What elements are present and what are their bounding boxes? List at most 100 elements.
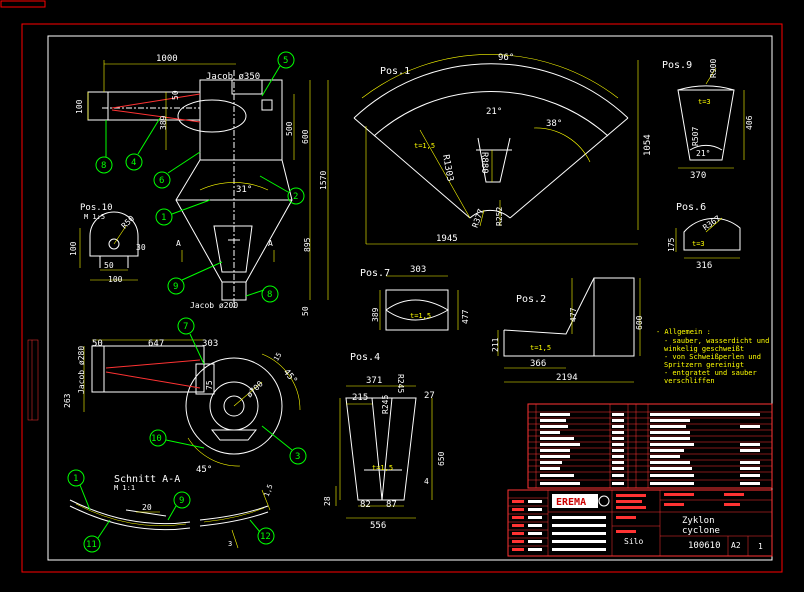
pos7-dimensions xyxy=(379,275,459,330)
notes-line-5: - entgratet und sauber xyxy=(664,369,757,377)
pos2-thickness: t=1,5 xyxy=(530,344,551,352)
top-view-balloons xyxy=(149,317,307,465)
top-view-red-lines xyxy=(105,359,201,389)
balloon-3: 3 xyxy=(295,452,300,462)
side-revision-strip xyxy=(27,339,39,421)
pos6-dim-316: 316 xyxy=(696,261,712,271)
pos1-angle-38: 38° xyxy=(546,119,562,129)
pos1-title: Pos.1 xyxy=(380,66,410,77)
pos7-dim-303: 303 xyxy=(410,265,426,275)
pos4-dimensions xyxy=(335,385,433,519)
pos6-title: Pos.6 xyxy=(676,202,706,213)
pos6-dimensions xyxy=(675,217,740,259)
section-dim-1-5: 1,5 xyxy=(263,483,275,498)
title-block-title-en: cyclone xyxy=(682,526,720,536)
pos10-dimensions xyxy=(79,225,138,281)
title-block: EREMA Zyklon cyclone 100610 A2 1 Silo xyxy=(507,489,773,557)
dim-main-100: 100 xyxy=(75,99,84,114)
pos4-title: Pos.4 xyxy=(350,352,380,363)
pos1-r880: R880 xyxy=(479,152,489,174)
pos4-dim-87: 87 xyxy=(386,500,397,510)
drawing-border-inner xyxy=(47,35,773,561)
globe-icon xyxy=(598,495,610,507)
pos9-thickness: t=3 xyxy=(698,98,711,106)
section-dim-20: 20 xyxy=(142,503,152,512)
title-block-drawing-no: 100610 xyxy=(688,541,721,551)
pos4-dim-28: 28 xyxy=(323,496,332,506)
top-dim-303: 303 xyxy=(202,339,218,349)
main-view-balloon-labels: 5 8 4 6 2 1 9 8 xyxy=(101,56,298,300)
pos2-dim-2194: 2194 xyxy=(556,373,578,383)
section-balloon-12: 12 xyxy=(260,532,271,542)
pos4-part xyxy=(345,397,417,501)
section-a-a xyxy=(69,499,269,531)
pos1-sheet-sector xyxy=(353,63,629,219)
pos1-dim-1054: 1054 xyxy=(643,134,653,156)
pos9-dimensions xyxy=(678,67,745,169)
pos6-dim-175: 175 xyxy=(667,237,676,252)
notes-heading: - Allgemein : xyxy=(656,328,711,336)
dim-main-389: 389 xyxy=(159,115,168,130)
dim-main-500: 500 xyxy=(285,121,294,136)
main-view-dimension-lines xyxy=(87,60,329,300)
pos10-scale: M 1:5 xyxy=(84,213,105,221)
pos9-dim-370: 370 xyxy=(690,171,706,181)
top-dim-647: 647 xyxy=(148,339,164,349)
pos9-title: Pos.9 xyxy=(662,60,692,71)
dim-main-jacob-top: Jacob ø350 xyxy=(206,72,260,82)
pos10-dim-100b: 100 xyxy=(108,275,123,284)
section-balloon-11: 11 xyxy=(86,540,97,550)
pos4-dim-371: 371 xyxy=(366,376,382,386)
balloon-4: 4 xyxy=(131,158,136,168)
section-title: Schnitt A-A xyxy=(114,474,180,485)
pos10-title: Pos.10 xyxy=(80,203,113,213)
pos9-part xyxy=(677,85,735,161)
title-block-format: A2 xyxy=(731,541,741,550)
section-mark-a-left: A xyxy=(176,239,181,248)
balloon-2: 2 xyxy=(293,192,298,202)
dim-main-1000: 1000 xyxy=(156,54,178,64)
dim-main-1570: 1570 xyxy=(319,171,328,190)
section-balloon-1: 1 xyxy=(73,474,78,484)
top-dim-75: 75 xyxy=(205,380,214,390)
dim-main-jacob-bottom: Jacob ø200 xyxy=(190,301,238,310)
section-balloons xyxy=(67,469,275,553)
pos4-dim-27: 27 xyxy=(424,391,435,401)
dim-main-600: 600 xyxy=(301,129,310,144)
pos4-r245: R245 xyxy=(381,395,390,414)
pos2-part xyxy=(503,277,635,357)
balloon-8-top: 8 xyxy=(101,161,106,171)
pos7-title: Pos.7 xyxy=(360,268,390,279)
pos2-title: Pos.2 xyxy=(516,294,546,305)
pos1-angle-96: 96° xyxy=(498,53,514,63)
pos4-dim-556: 556 xyxy=(370,521,386,531)
main-view-balloons xyxy=(95,51,305,303)
parts-list-table xyxy=(527,403,773,489)
title-block-material: Silo xyxy=(624,537,643,546)
section-balloon-9: 9 xyxy=(179,496,184,506)
pos10-dim-50: 50 xyxy=(104,261,114,270)
balloon-10: 10 xyxy=(151,434,162,444)
pos7-part xyxy=(385,289,449,331)
pos7-dim-477: 477 xyxy=(461,309,470,324)
pos1-thickness: t=1,5 xyxy=(414,142,435,150)
pos1-dimensions xyxy=(361,54,639,245)
pos1-angle-21: 21° xyxy=(486,107,502,117)
pos6-part xyxy=(683,217,741,251)
general-notes: - Allgemein : - sauber, wasserdicht und … xyxy=(656,328,769,385)
pos9-r507: R507 xyxy=(691,127,700,146)
pos4-dim-215: 215 xyxy=(352,393,368,403)
balloon-7: 7 xyxy=(183,322,188,332)
title-block-title-de: Zyklon xyxy=(682,516,715,526)
notes-line-2: winkelig geschweißt xyxy=(664,345,744,353)
pos9-r900: R900 xyxy=(709,59,718,78)
top-dim-50: 50 xyxy=(92,339,103,349)
pos9-angle-21: 21° xyxy=(696,149,710,158)
dim-main-50: 50 xyxy=(171,90,180,100)
section-scale: M 1:1 xyxy=(114,484,135,492)
pos1-dim-1945: 1945 xyxy=(436,234,458,244)
pos1-r1303: R1303 xyxy=(440,154,455,182)
top-view-dimensions xyxy=(83,339,301,467)
title-block-sheet: 1 xyxy=(758,542,763,551)
